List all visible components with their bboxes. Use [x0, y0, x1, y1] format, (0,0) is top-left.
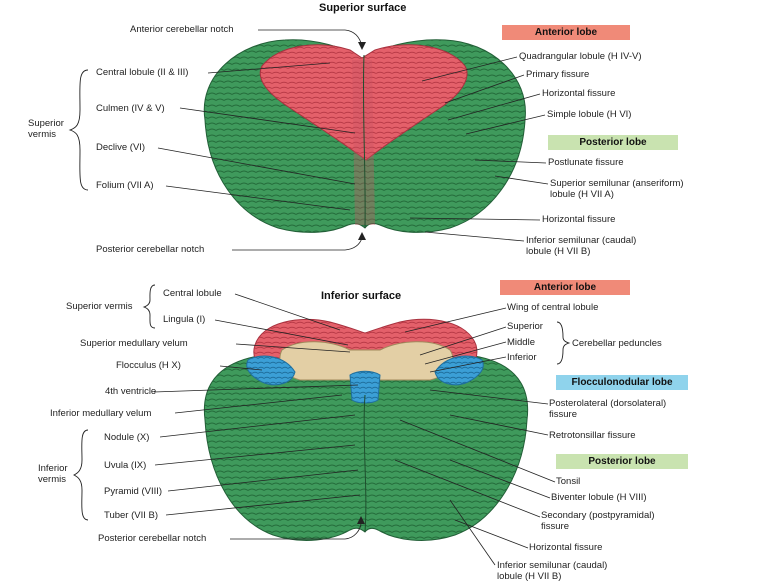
superior-notch-arrow: [358, 42, 366, 50]
flocculus-label: Flocculus (H X): [116, 360, 181, 371]
tonsil-label: Tonsil: [556, 476, 581, 487]
anterior-lobe-label-bottom: Anterior lobe: [533, 282, 597, 293]
central-lobule-label: Central lobule (II & III): [96, 67, 189, 78]
wing-label: Wing of central lobule: [507, 302, 599, 313]
superior-vermis-brace-small: [142, 284, 156, 329]
retrotonsillar-label: Retrotonsillar fissure: [549, 430, 636, 441]
peduncle-middle-label: Middle: [507, 337, 535, 348]
superior-midline: [362, 54, 366, 229]
posterior-lobe-label-top: Posterior lobe: [579, 137, 647, 148]
simple-lobule-label: Simple lobule (H VI): [547, 109, 632, 120]
nodule-label: Nodule (X): [104, 432, 150, 443]
tuber-label: Tuber (VII B): [104, 510, 159, 521]
folium-label: Folium (VII A): [96, 180, 154, 191]
inferior-midline: [363, 394, 367, 533]
sup-medullary-velum-label: Superior medullary velum: [80, 338, 188, 349]
biventer-label: Biventer lobule (H VIII): [551, 492, 647, 503]
posterolateral-label: Posterolateral (dorsolateral) fissure: [549, 398, 667, 420]
pyramid-label: Pyramid (VIII): [104, 486, 163, 497]
anterior-lobe-label-top: Anterior lobe: [534, 27, 598, 38]
superior-vermis-label: Superior vermis: [28, 118, 64, 140]
flocculus-left: [246, 355, 296, 386]
inferior-notch-arrow: [357, 516, 365, 524]
fourth-ventricle-label: 4th ventricle: [105, 386, 157, 397]
inf-inferior-semilunar-label: Inferior semilunar (caudal) lobule (H VI…: [497, 560, 608, 582]
anterior-lobe-box-top: [502, 25, 630, 40]
superior-notch-arrow-bottom: [358, 232, 366, 240]
lingula-label: Lingula (I): [163, 314, 206, 325]
nodule-region: [349, 370, 381, 404]
posterior-lobe-box-top: [548, 135, 678, 150]
secondary-fissure-label: Secondary (postpyramidal) fissure: [541, 510, 655, 532]
posterior-notch-label: Posterior cerebellar notch: [96, 244, 205, 255]
horizontal-fissure-bottom-label: Horizontal fissure: [542, 214, 616, 225]
postlunate-label: Postlunate fissure: [548, 157, 624, 168]
declive-label: Declive (VI): [96, 142, 146, 153]
inf-central-lobule-label: Central lobule: [163, 288, 222, 299]
posterior-lobe-label-bottom: Posterior lobe: [588, 456, 656, 467]
flocculus-right: [434, 355, 484, 386]
superior-surface-title: Superior surface: [319, 2, 407, 14]
anterior-notch-label: Anterior cerebellar notch: [130, 24, 234, 35]
peduncle-inferior-label: Inferior: [507, 352, 537, 363]
flocculonodular-box: [556, 375, 688, 390]
inf-horizontal-fissure-label: Horizontal fissure: [529, 542, 603, 553]
uvula-label: Uvula (IX): [104, 460, 147, 471]
culmen-label: Culmen (IV & V): [96, 103, 165, 114]
inferior-vermis-brace: [72, 429, 89, 521]
peduncle-superior-label: Superior: [507, 321, 543, 332]
inferior-surface-title: Inferior surface: [321, 290, 402, 302]
superior-semilunar-label: Superior semilunar (anseriform) lobule (…: [550, 178, 684, 200]
inf-posterior-notch-label: Posterior cerebellar notch: [98, 533, 207, 544]
inf-medullary-velum-label: Inferior medullary velum: [50, 408, 152, 419]
flocculonodular-lobe-label: Flocculonodular lobe: [571, 377, 673, 388]
peduncles-brace: [556, 321, 571, 365]
primary-fissure-label: Primary fissure: [526, 69, 590, 80]
cerebellar-peduncles-label: Cerebellar peduncles: [572, 338, 662, 349]
superior-cerebellum-illustration: [203, 39, 526, 233]
horizontal-fissure-top-label: Horizontal fissure: [542, 88, 616, 99]
inferior-vermis-label: Inferior vermis: [38, 463, 68, 485]
quadrangular-label: Quadrangular lobule (H IV-V): [519, 51, 642, 62]
anterior-lobe-box-bottom: [500, 280, 630, 295]
inf-superior-vermis-label: Superior vermis: [66, 301, 133, 312]
superior-vermis-band: [352, 60, 375, 225]
inferior-cerebellum-illustration: [203, 318, 529, 541]
posterior-lobe-box-bottom: [556, 454, 688, 469]
superior-vermis-brace: [68, 69, 89, 191]
inferior-semilunar-top-label: Inferior semilunar (caudal) lobule (H VI…: [526, 235, 637, 257]
inferior-leader-lines: [153, 293, 556, 566]
